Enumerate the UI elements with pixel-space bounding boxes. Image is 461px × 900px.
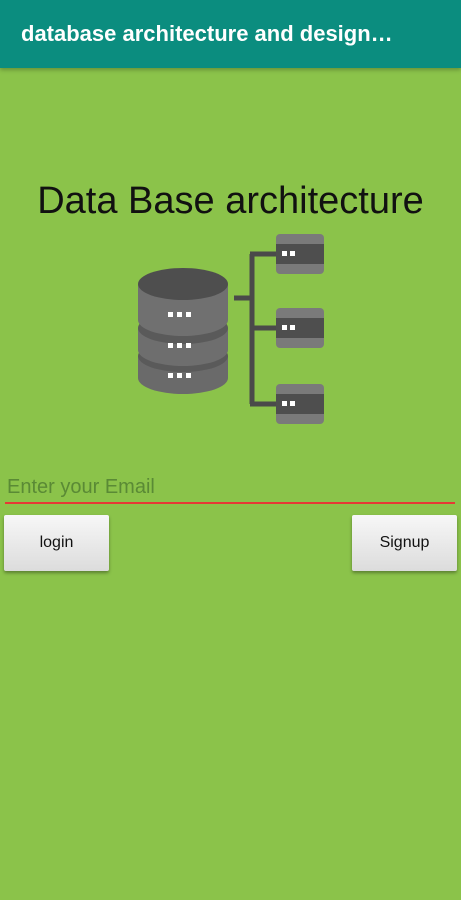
database-server-icon <box>138 234 324 424</box>
server-unit-icon <box>276 308 324 348</box>
signup-button[interactable]: Signup <box>352 515 457 571</box>
server-unit-icon <box>276 384 324 424</box>
server-unit-icon <box>276 234 324 274</box>
connector-lines <box>234 251 278 407</box>
email-input[interactable] <box>5 472 455 504</box>
app-bar: database architecture and design… <box>0 0 461 68</box>
login-button[interactable]: login <box>4 515 109 571</box>
page-heading: Data Base architecture <box>37 180 424 222</box>
database-cylinder-icon <box>138 268 228 394</box>
app-title: database architecture and design… <box>21 21 393 46</box>
